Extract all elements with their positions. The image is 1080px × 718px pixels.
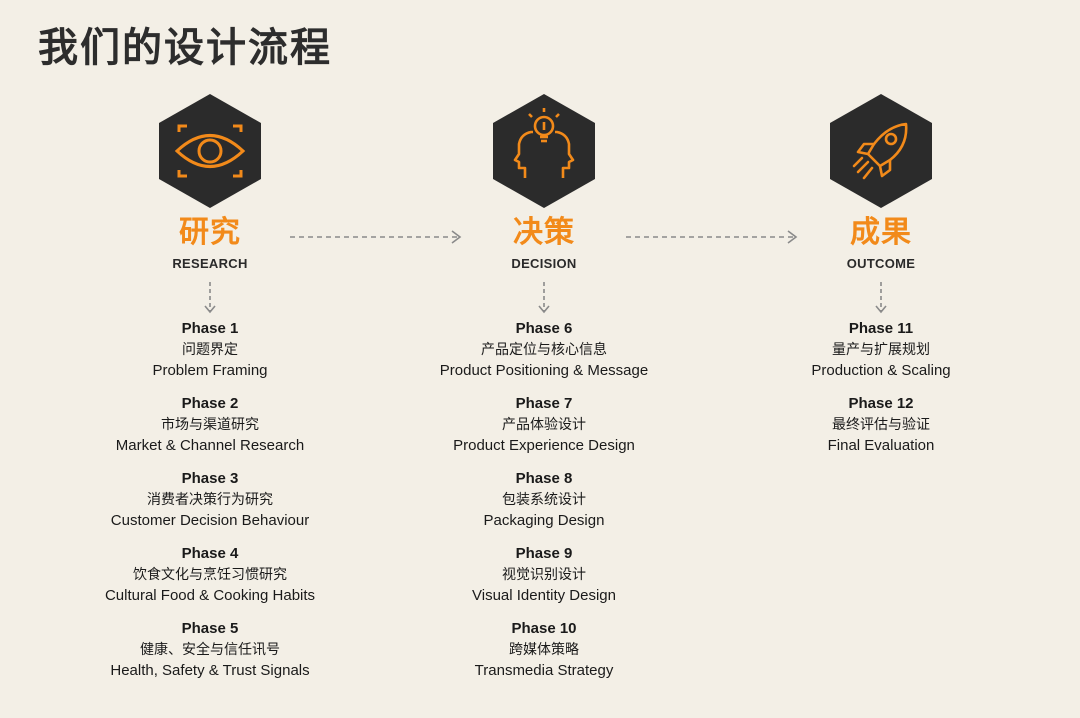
phase-name-en: Product Experience Design xyxy=(453,437,635,454)
stage-research: 研究 RESEARCH Phase 1 问题界定 Problem Framing… xyxy=(30,92,390,694)
phase-name-en: Packaging Design xyxy=(483,512,605,529)
phase-item: Phase 3 消费者决策行为研究 Customer Decision Beha… xyxy=(30,469,390,531)
phase-number: Phase 5 xyxy=(181,620,239,637)
phase-name-cn: 消费者决策行为研究 xyxy=(147,492,273,508)
phase-item: Phase 12 最终评估与验证 Final Evaluation xyxy=(701,394,1061,456)
phase-name-en: Health, Safety & Trust Signals xyxy=(110,662,310,679)
phase-number: Phase 10 xyxy=(511,620,577,637)
phase-name-en: Problem Framing xyxy=(152,362,268,379)
down-arrow-icon xyxy=(204,282,216,314)
phase-item: Phase 7 产品体验设计 Product Experience Design xyxy=(364,394,724,456)
stage-title: 研究 xyxy=(179,215,241,250)
eye-icon xyxy=(159,94,261,208)
down-arrow-icon xyxy=(538,282,550,314)
phase-name-cn: 量产与扩展规划 xyxy=(832,342,930,358)
page-title: 我们的设计流程 xyxy=(38,25,332,71)
phase-name-en: Customer Decision Behaviour xyxy=(110,512,310,529)
phase-name-cn: 最终评估与验证 xyxy=(832,417,930,433)
phase-list: Phase 6 产品定位与核心信息 Product Positioning & … xyxy=(364,319,724,681)
phase-number: Phase 3 xyxy=(181,470,239,487)
phase-list: Phase 11 量产与扩展规划 Production & Scaling Ph… xyxy=(701,319,1061,456)
stage-title: 决策 xyxy=(513,215,575,250)
lightbulb-heads-icon xyxy=(493,94,595,208)
phase-name-en: Production & Scaling xyxy=(811,362,951,379)
phase-name-cn: 市场与渠道研究 xyxy=(161,417,259,433)
phase-name-cn: 视觉识别设计 xyxy=(502,567,586,583)
flow-arrow-research-to-decision xyxy=(290,230,462,244)
stage-subtitle: DECISION xyxy=(511,256,577,271)
phase-number: Phase 11 xyxy=(848,320,914,337)
stage-decision: 决策 DECISION Phase 6 产品定位与核心信息 Product Po… xyxy=(364,92,724,694)
phase-name-en: Product Positioning & Message xyxy=(439,362,649,379)
down-arrow-icon xyxy=(875,282,887,314)
rocket-icon xyxy=(830,94,932,208)
stage-title: 成果 xyxy=(850,215,912,250)
phase-item: Phase 10 跨媒体策略 Transmedia Strategy xyxy=(364,619,724,681)
phase-name-cn: 包装系统设计 xyxy=(502,492,586,508)
phase-number: Phase 2 xyxy=(181,395,239,412)
phase-item: Phase 5 健康、安全与信任讯号 Health, Safety & Trus… xyxy=(30,619,390,681)
phase-number: Phase 9 xyxy=(515,545,573,562)
phase-item: Phase 1 问题界定 Problem Framing xyxy=(30,319,390,381)
phase-name-cn: 问题界定 xyxy=(182,342,238,358)
phase-number: Phase 1 xyxy=(181,320,239,337)
phase-number: Phase 12 xyxy=(848,395,914,412)
stage-subtitle: RESEARCH xyxy=(172,256,248,271)
phase-number: Phase 4 xyxy=(181,545,239,562)
phase-name-en: Cultural Food & Cooking Habits xyxy=(104,587,316,604)
stage-outcome: 成果 OUTCOME Phase 11 量产与扩展规划 Production &… xyxy=(701,92,1061,469)
phase-name-cn: 饮食文化与烹饪习惯研究 xyxy=(133,567,287,583)
phase-list: Phase 1 问题界定 Problem Framing Phase 2 市场与… xyxy=(30,319,390,681)
phase-name-cn: 产品体验设计 xyxy=(502,417,586,433)
phase-item: Phase 11 量产与扩展规划 Production & Scaling xyxy=(701,319,1061,381)
phase-item: Phase 4 饮食文化与烹饪习惯研究 Cultural Food & Cook… xyxy=(30,544,390,606)
flow-arrow-decision-to-outcome xyxy=(626,230,798,244)
phase-name-en: Visual Identity Design xyxy=(472,587,616,604)
phase-number: Phase 8 xyxy=(515,470,573,487)
phase-name-cn: 产品定位与核心信息 xyxy=(481,342,607,358)
phase-name-cn: 健康、安全与信任讯号 xyxy=(140,642,280,658)
phase-name-en: Transmedia Strategy xyxy=(474,662,614,679)
stage-subtitle: OUTCOME xyxy=(846,256,916,271)
phase-number: Phase 7 xyxy=(515,395,573,412)
phase-name-cn: 跨媒体策略 xyxy=(509,642,579,658)
phase-item: Phase 9 视觉识别设计 Visual Identity Design xyxy=(364,544,724,606)
phase-name-en: Final Evaluation xyxy=(827,437,935,454)
phase-name-en: Market & Channel Research xyxy=(115,437,305,454)
phase-item: Phase 6 产品定位与核心信息 Product Positioning & … xyxy=(364,319,724,381)
phase-number: Phase 6 xyxy=(515,320,573,337)
phase-item: Phase 2 市场与渠道研究 Market & Channel Researc… xyxy=(30,394,390,456)
phase-item: Phase 8 包装系统设计 Packaging Design xyxy=(364,469,724,531)
